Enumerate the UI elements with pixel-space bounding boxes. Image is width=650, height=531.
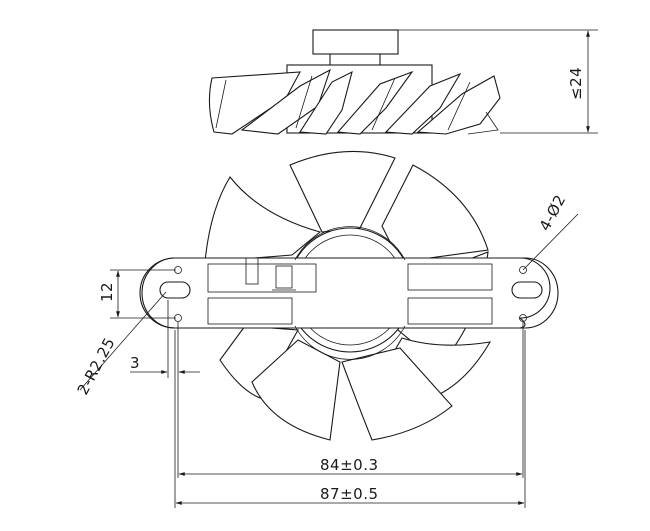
- hub-arc-bottom: [294, 325, 406, 360]
- hole-leader: [522, 213, 579, 271]
- hole-span-label: 84±0.3: [320, 456, 379, 474]
- window-bottom-left: [207, 297, 293, 325]
- window-bottom-right: [407, 297, 493, 325]
- connector-block: [275, 265, 293, 289]
- side-view: ≤24: [208, 29, 598, 135]
- overall-span-label: 87±0.5: [320, 485, 379, 503]
- left-slot: [159, 281, 191, 299]
- side-blades: [208, 68, 501, 135]
- bracket-outline: [141, 257, 559, 329]
- radius-leader: [79, 291, 167, 391]
- offset-label: 3: [130, 354, 140, 372]
- right-slot: [511, 281, 543, 299]
- radius-label: 2-R2.25: [74, 334, 119, 397]
- window-top-right: [407, 263, 493, 291]
- window-top-left: [207, 263, 317, 293]
- right-hole-bottom: [519, 314, 527, 322]
- height-dimension-label: ≤24: [567, 67, 585, 100]
- hub-arc-top: [294, 226, 406, 261]
- mounting-bracket: [139, 257, 551, 329]
- wire-clip: [245, 257, 259, 285]
- side-hub-cap: [312, 29, 399, 55]
- right-hole-top: [519, 266, 527, 274]
- front-view: 12 2-R2.25 4-Ø2 3 84±0.3 87±0.5: [74, 150, 579, 508]
- slot-height-label: 12: [98, 282, 116, 302]
